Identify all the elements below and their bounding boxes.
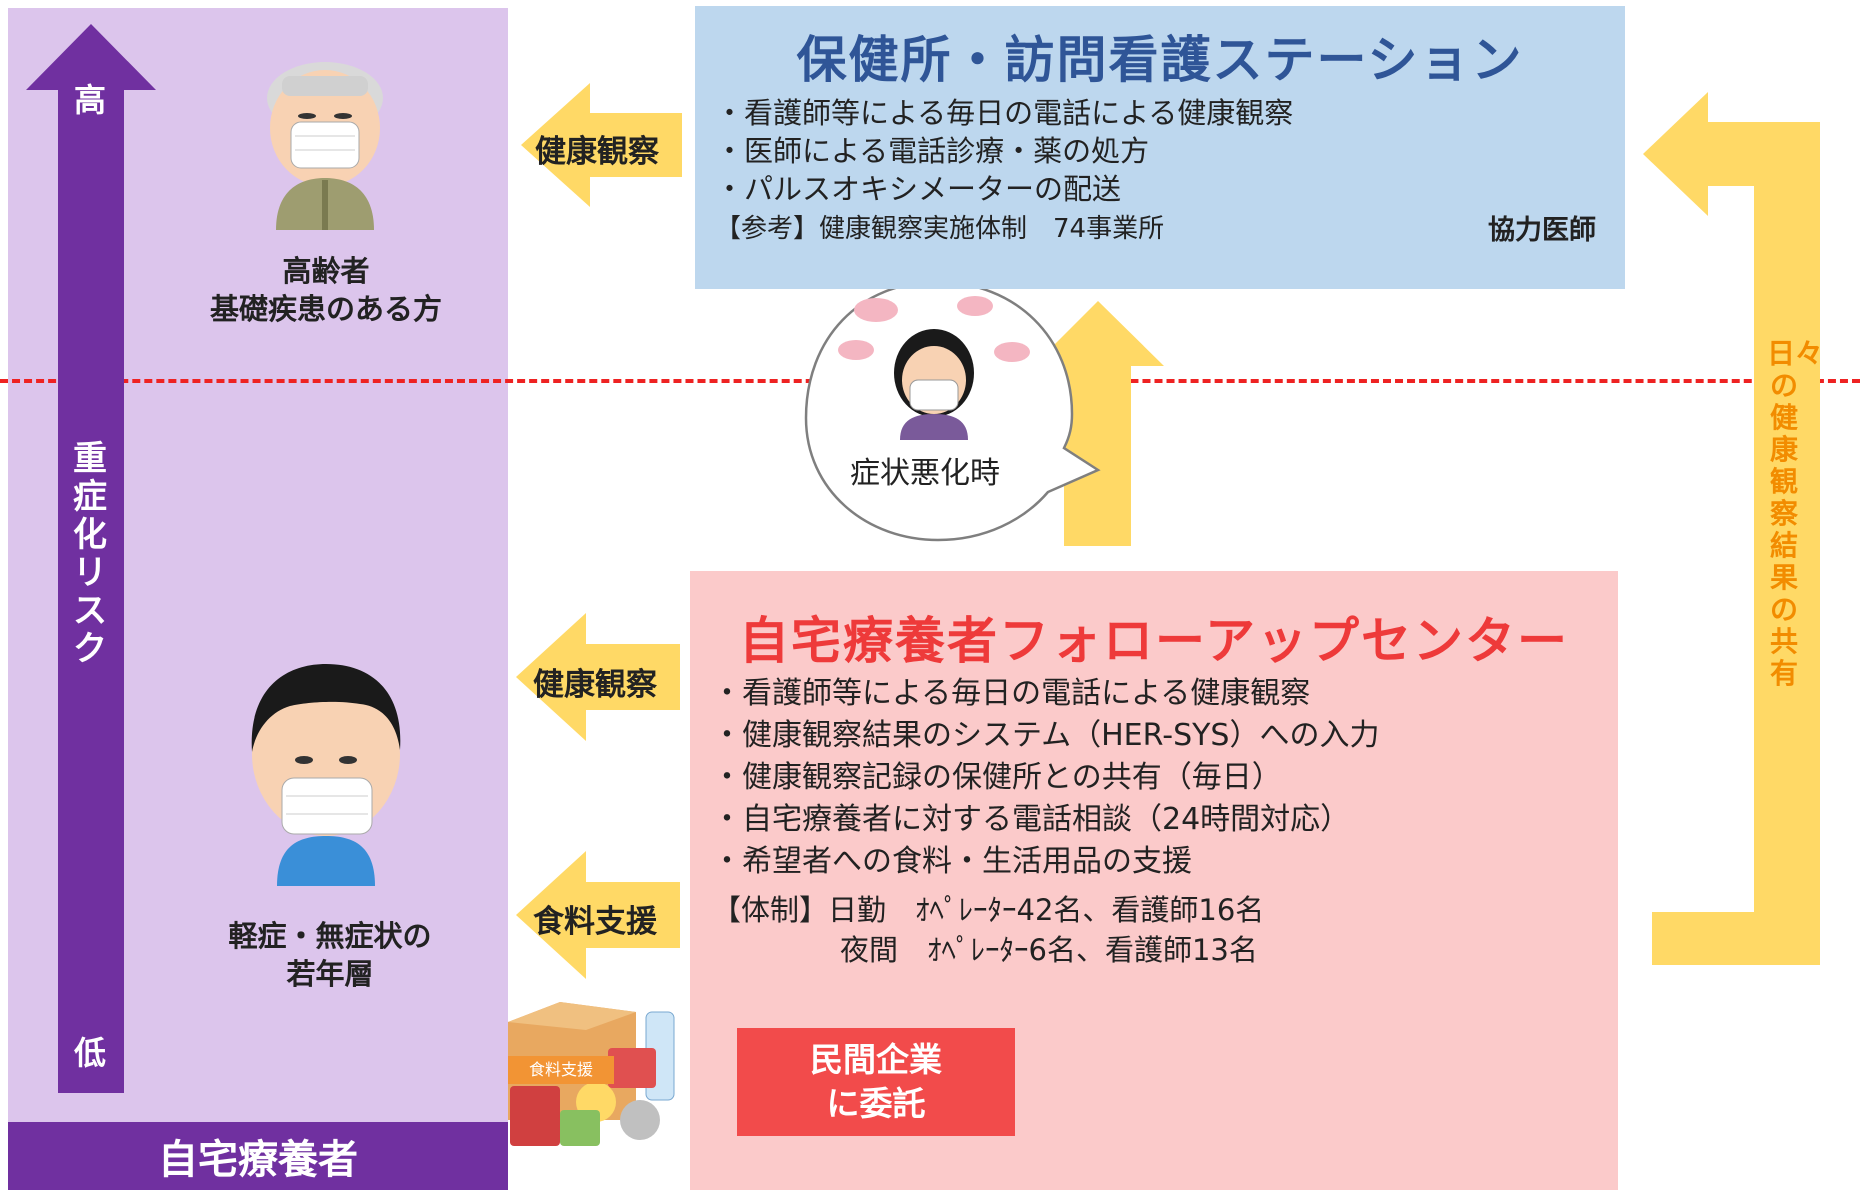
- food-support-tag: 食料支援: [508, 1056, 614, 1084]
- follow-up-item: ・自宅療養者に対する電話相談（24時間対応）: [712, 802, 1351, 837]
- sharing-arrow: [1643, 92, 1820, 965]
- follow-up-item: ・健康観察結果のシステム（HER-SYS）への入力: [712, 718, 1380, 753]
- outsourcing-line2: に委託: [826, 1084, 926, 1123]
- health-center-list: ・看護師等による毎日の電話による健康観察 ・医師による電話診療・薬の処方 ・パル…: [715, 94, 1293, 208]
- health-observation-label-top: 健康観察: [535, 134, 659, 170]
- home-patients-footer: 自宅療養者: [8, 1122, 508, 1190]
- young-label-line1: 軽症・無症状の: [228, 919, 432, 953]
- follow-up-item: ・希望者への食料・生活用品の支援: [712, 844, 1192, 879]
- health-center-item: ・パルスオキシメーターの配送: [715, 172, 1122, 206]
- elderly-label-line2: 基礎疾患のある方: [209, 292, 442, 326]
- outsourcing-line1: 民間企業: [810, 1040, 942, 1079]
- elderly-label: 高齢者 基礎疾患のある方: [176, 252, 476, 328]
- follow-up-item: ・看護師等による毎日の電話による健康観察: [712, 676, 1311, 711]
- young-label: 軽症・無症状の 若年層: [180, 917, 480, 993]
- health-center-item: ・看護師等による毎日の電話による健康観察: [715, 96, 1294, 130]
- staffing-night: 夜間 ｵﾍﾟﾚｰﾀｰ6名、看護師13名: [840, 933, 1258, 967]
- doctor-label: 協力医師: [1488, 215, 1596, 246]
- staffing-day: 【体制】日勤 ｵﾍﾟﾚｰﾀｰ42名、看護師16名: [712, 893, 1265, 927]
- health-observation-arrow-mid: [516, 613, 680, 741]
- health-center-title: 保健所・訪問看護ステーション: [796, 31, 1524, 89]
- outsourcing-badge: 民間企業 に委託: [737, 1028, 1015, 1136]
- food-support-arrow: [516, 851, 680, 979]
- risk-arrow: [26, 24, 156, 1093]
- follow-up-item: ・健康観察記録の保健所との共有（毎日）: [712, 760, 1282, 795]
- health-center-box: 保健所・訪問看護ステーション ・看護師等による毎日の電話による健康観察 ・医師に…: [695, 6, 1625, 289]
- young-person-icon: [251, 664, 401, 886]
- speech-bubble-text: 症状悪化時: [850, 456, 1000, 491]
- risk-high-label: 高: [73, 81, 106, 119]
- health-observation-arrow-top: [521, 83, 682, 207]
- young-label-line2: 若年層: [286, 957, 374, 991]
- sharing-label: 日々の健康観察結果の共有: [1767, 337, 1824, 690]
- risk-low-label: 低: [73, 1034, 106, 1072]
- elderly-person-icon: [267, 62, 383, 230]
- health-observation-label-mid: 健康観察: [533, 667, 657, 703]
- sick-person-icon: [838, 296, 1030, 440]
- risk-axis-label: 重症化リスク: [73, 439, 107, 669]
- health-center-item: ・医師による電話診療・薬の処方: [715, 134, 1150, 168]
- follow-up-center-title: 自宅療養者フォローアップセンター: [739, 612, 1569, 670]
- food-support-label: 食料支援: [533, 904, 657, 940]
- health-center-reference: 【参考】健康観察実施体制 74事業所: [715, 214, 1165, 244]
- elderly-label-line1: 高齢者: [282, 254, 370, 288]
- follow-up-center-list: ・看護師等による毎日の電話による健康観察 ・健康観察結果のシステム（HER-SY…: [712, 673, 1379, 883]
